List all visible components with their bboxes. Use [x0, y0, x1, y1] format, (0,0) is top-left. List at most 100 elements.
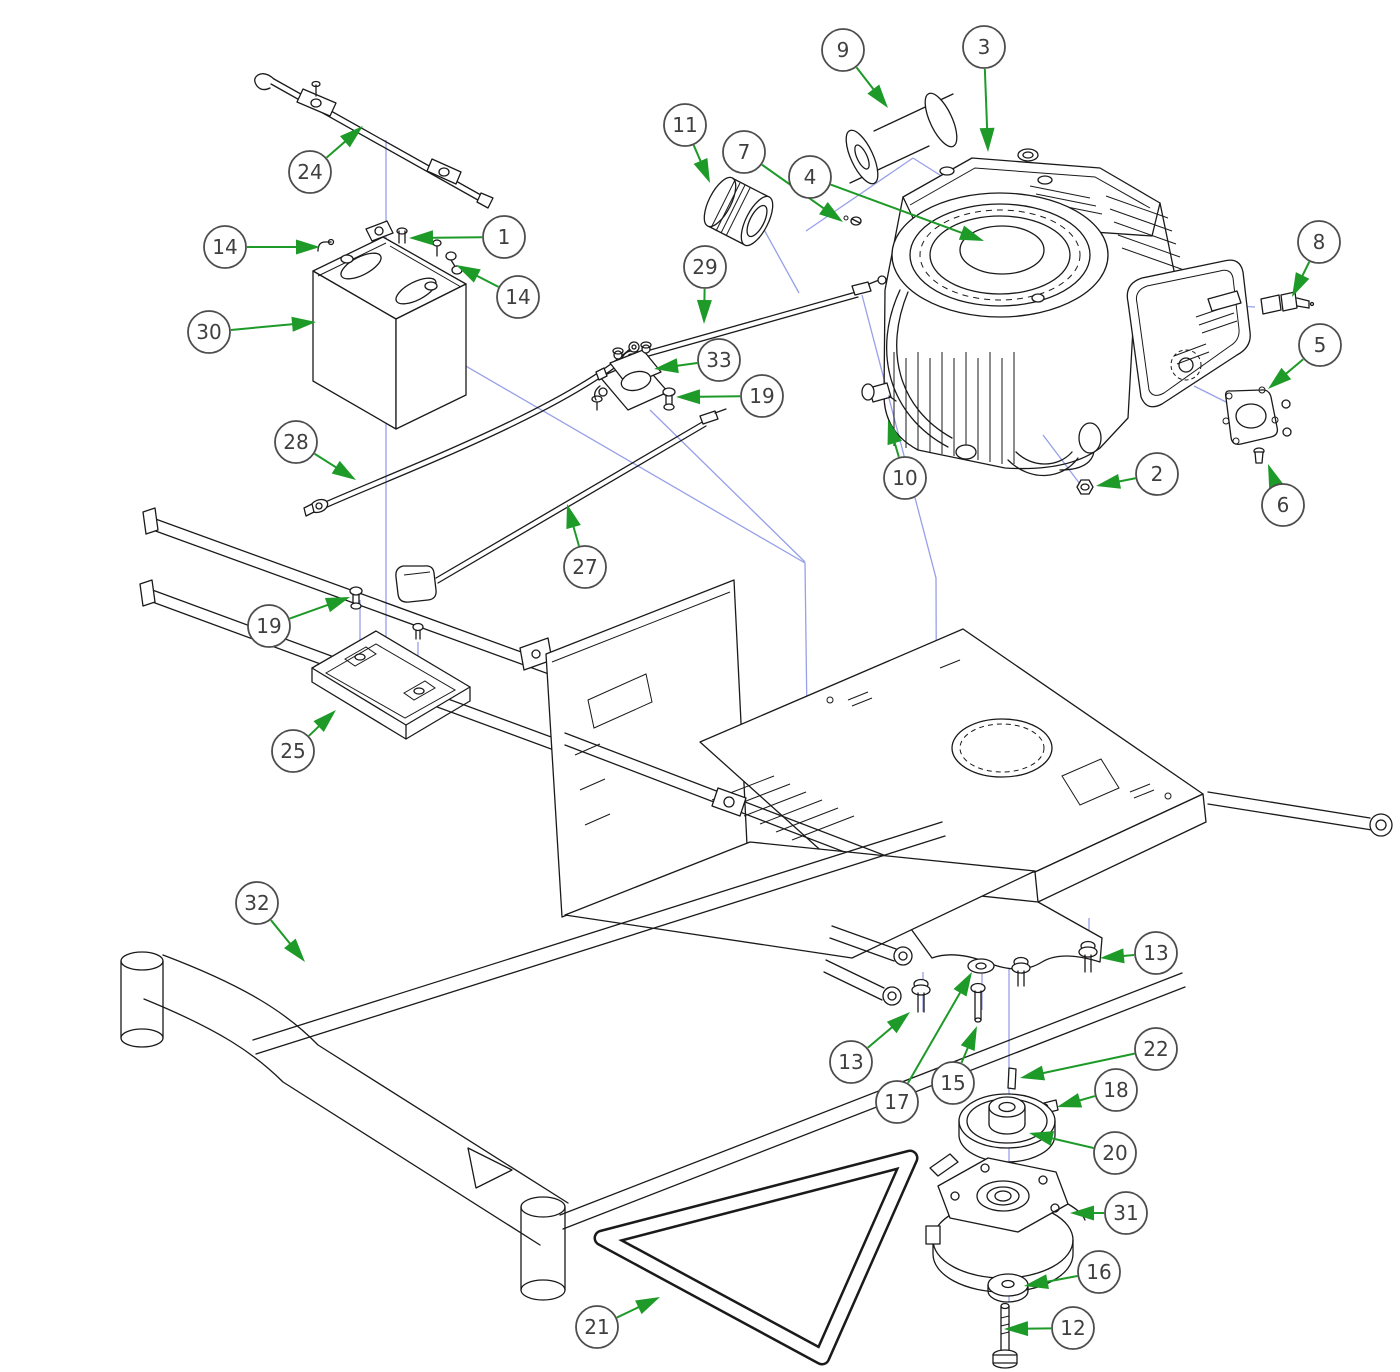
callout-22[interactable]: 22 [1020, 1027, 1178, 1081]
callout-number: 21 [584, 1315, 609, 1339]
callout-bubble[interactable] [247, 604, 291, 648]
callout-25[interactable]: 25 [271, 710, 336, 773]
callout-bubble[interactable] [788, 155, 832, 199]
callout-24[interactable]: 24 [288, 126, 363, 194]
spark-plug [1260, 291, 1315, 315]
callout-21[interactable]: 21 [575, 1297, 660, 1349]
arrowhead-icon [1070, 1205, 1094, 1221]
callout-number: 30 [196, 320, 221, 344]
arrowhead-icon [1004, 1321, 1029, 1337]
callout-bubble[interactable] [187, 310, 231, 354]
callout-12[interactable]: 12 [1004, 1306, 1095, 1350]
callout-number: 2 [1151, 462, 1164, 486]
callout-bubble[interactable] [1077, 1250, 1121, 1294]
callout-13[interactable]: 13 [829, 1012, 910, 1084]
leader-line [761, 225, 800, 294]
callout-leader [423, 236, 483, 239]
callout-3[interactable]: 3 [962, 25, 1006, 152]
callout-bubble[interactable] [829, 1040, 873, 1084]
callout-bubble[interactable] [271, 729, 315, 773]
callout-bubble[interactable] [740, 374, 784, 418]
callout-bubble[interactable] [274, 420, 318, 464]
callout-bubble[interactable] [482, 215, 526, 259]
spacer-tube [845, 92, 958, 185]
callout-31[interactable]: 31 [1070, 1191, 1148, 1235]
callout-27[interactable]: 27 [563, 504, 607, 589]
arrowhead-icon [284, 938, 305, 962]
callout-number: 1 [498, 225, 511, 249]
callout-7[interactable]: 7 [722, 130, 843, 222]
arrowhead-icon [635, 1297, 660, 1315]
callout-bubble[interactable] [722, 130, 766, 174]
callout-bubble[interactable] [575, 1305, 619, 1349]
callout-8[interactable]: 8 [1292, 220, 1341, 297]
callout-bubble[interactable] [883, 456, 927, 500]
callout-18[interactable]: 18 [1057, 1068, 1138, 1112]
callout-11[interactable]: 11 [663, 103, 710, 183]
callout-4[interactable]: 4 [788, 155, 984, 241]
callout-9[interactable]: 9 [821, 28, 888, 108]
callout-17[interactable]: 17 [875, 972, 972, 1124]
callout-bubble[interactable] [1298, 323, 1342, 367]
callout-bubble[interactable] [1093, 1131, 1137, 1175]
callout-number: 32 [244, 891, 269, 915]
callout-28[interactable]: 28 [274, 420, 356, 480]
callout-number: 12 [1060, 1316, 1085, 1340]
solenoid-bolt [662, 387, 676, 411]
callout-10[interactable]: 10 [883, 420, 927, 500]
callout-30[interactable]: 30 [187, 310, 316, 354]
callout-15[interactable]: 15 [931, 1026, 977, 1105]
callout-bubble[interactable] [1104, 1191, 1148, 1235]
callout-bubble[interactable] [288, 150, 332, 194]
arrowhead-icon [1292, 272, 1310, 297]
callout-bubble[interactable] [1134, 1027, 1178, 1071]
callout-bubble[interactable] [1051, 1306, 1095, 1350]
callout-bubble[interactable] [931, 1061, 975, 1105]
callout-bubble[interactable] [235, 881, 279, 925]
callout-leader [1033, 1052, 1135, 1076]
callout-number: 8 [1313, 230, 1326, 254]
callout-bubble[interactable] [496, 275, 540, 319]
callout-bubble[interactable] [821, 28, 865, 72]
callout-29[interactable]: 29 [683, 245, 727, 324]
callout-1[interactable]: 1 [409, 215, 526, 259]
callout-13[interactable]: 13 [1100, 931, 1178, 975]
callout-14[interactable]: 14 [203, 225, 320, 269]
callout-leader [983, 68, 989, 138]
callout-bubble[interactable] [1094, 1068, 1138, 1112]
arrowhead-icon [819, 202, 843, 222]
callout-6[interactable]: 6 [1261, 464, 1305, 527]
callout-5[interactable]: 5 [1268, 323, 1342, 389]
frame-chassis [120, 507, 1393, 1301]
callout-bubble[interactable] [203, 225, 247, 269]
callout-number: 28 [283, 430, 308, 454]
callout-32[interactable]: 32 [235, 881, 305, 962]
callout-19[interactable]: 19 [247, 597, 350, 648]
arrowhead-icon [324, 597, 350, 613]
callout-number: 16 [1086, 1260, 1111, 1284]
callout-bubble[interactable] [1261, 483, 1305, 527]
callout-leader [830, 183, 971, 237]
callout-33[interactable]: 33 [654, 338, 741, 382]
callout-bubble[interactable] [697, 338, 741, 382]
callout-bubble[interactable] [1134, 931, 1178, 975]
callout-14[interactable]: 14 [456, 265, 540, 319]
leader-line [649, 409, 806, 563]
callout-16[interactable]: 16 [1024, 1250, 1121, 1294]
callout-bubble[interactable] [1297, 220, 1341, 264]
arrowhead-icon [676, 389, 701, 405]
clutch-washer [987, 1273, 1029, 1303]
clutch-bolt [992, 1302, 1018, 1369]
callout-2[interactable]: 2 [1096, 452, 1179, 496]
cover-screw [1253, 447, 1265, 464]
callout-19[interactable]: 19 [676, 374, 784, 418]
arrowhead-icon [1268, 464, 1284, 490]
callout-bubble[interactable] [962, 25, 1006, 69]
callout-bubble[interactable] [875, 1080, 919, 1124]
callout-bubble[interactable] [563, 545, 607, 589]
callout-20[interactable]: 20 [1029, 1131, 1137, 1175]
callout-number: 6 [1277, 493, 1290, 517]
callout-bubble[interactable] [663, 103, 707, 147]
callout-bubble[interactable] [1135, 452, 1179, 496]
callout-bubble[interactable] [683, 245, 727, 289]
